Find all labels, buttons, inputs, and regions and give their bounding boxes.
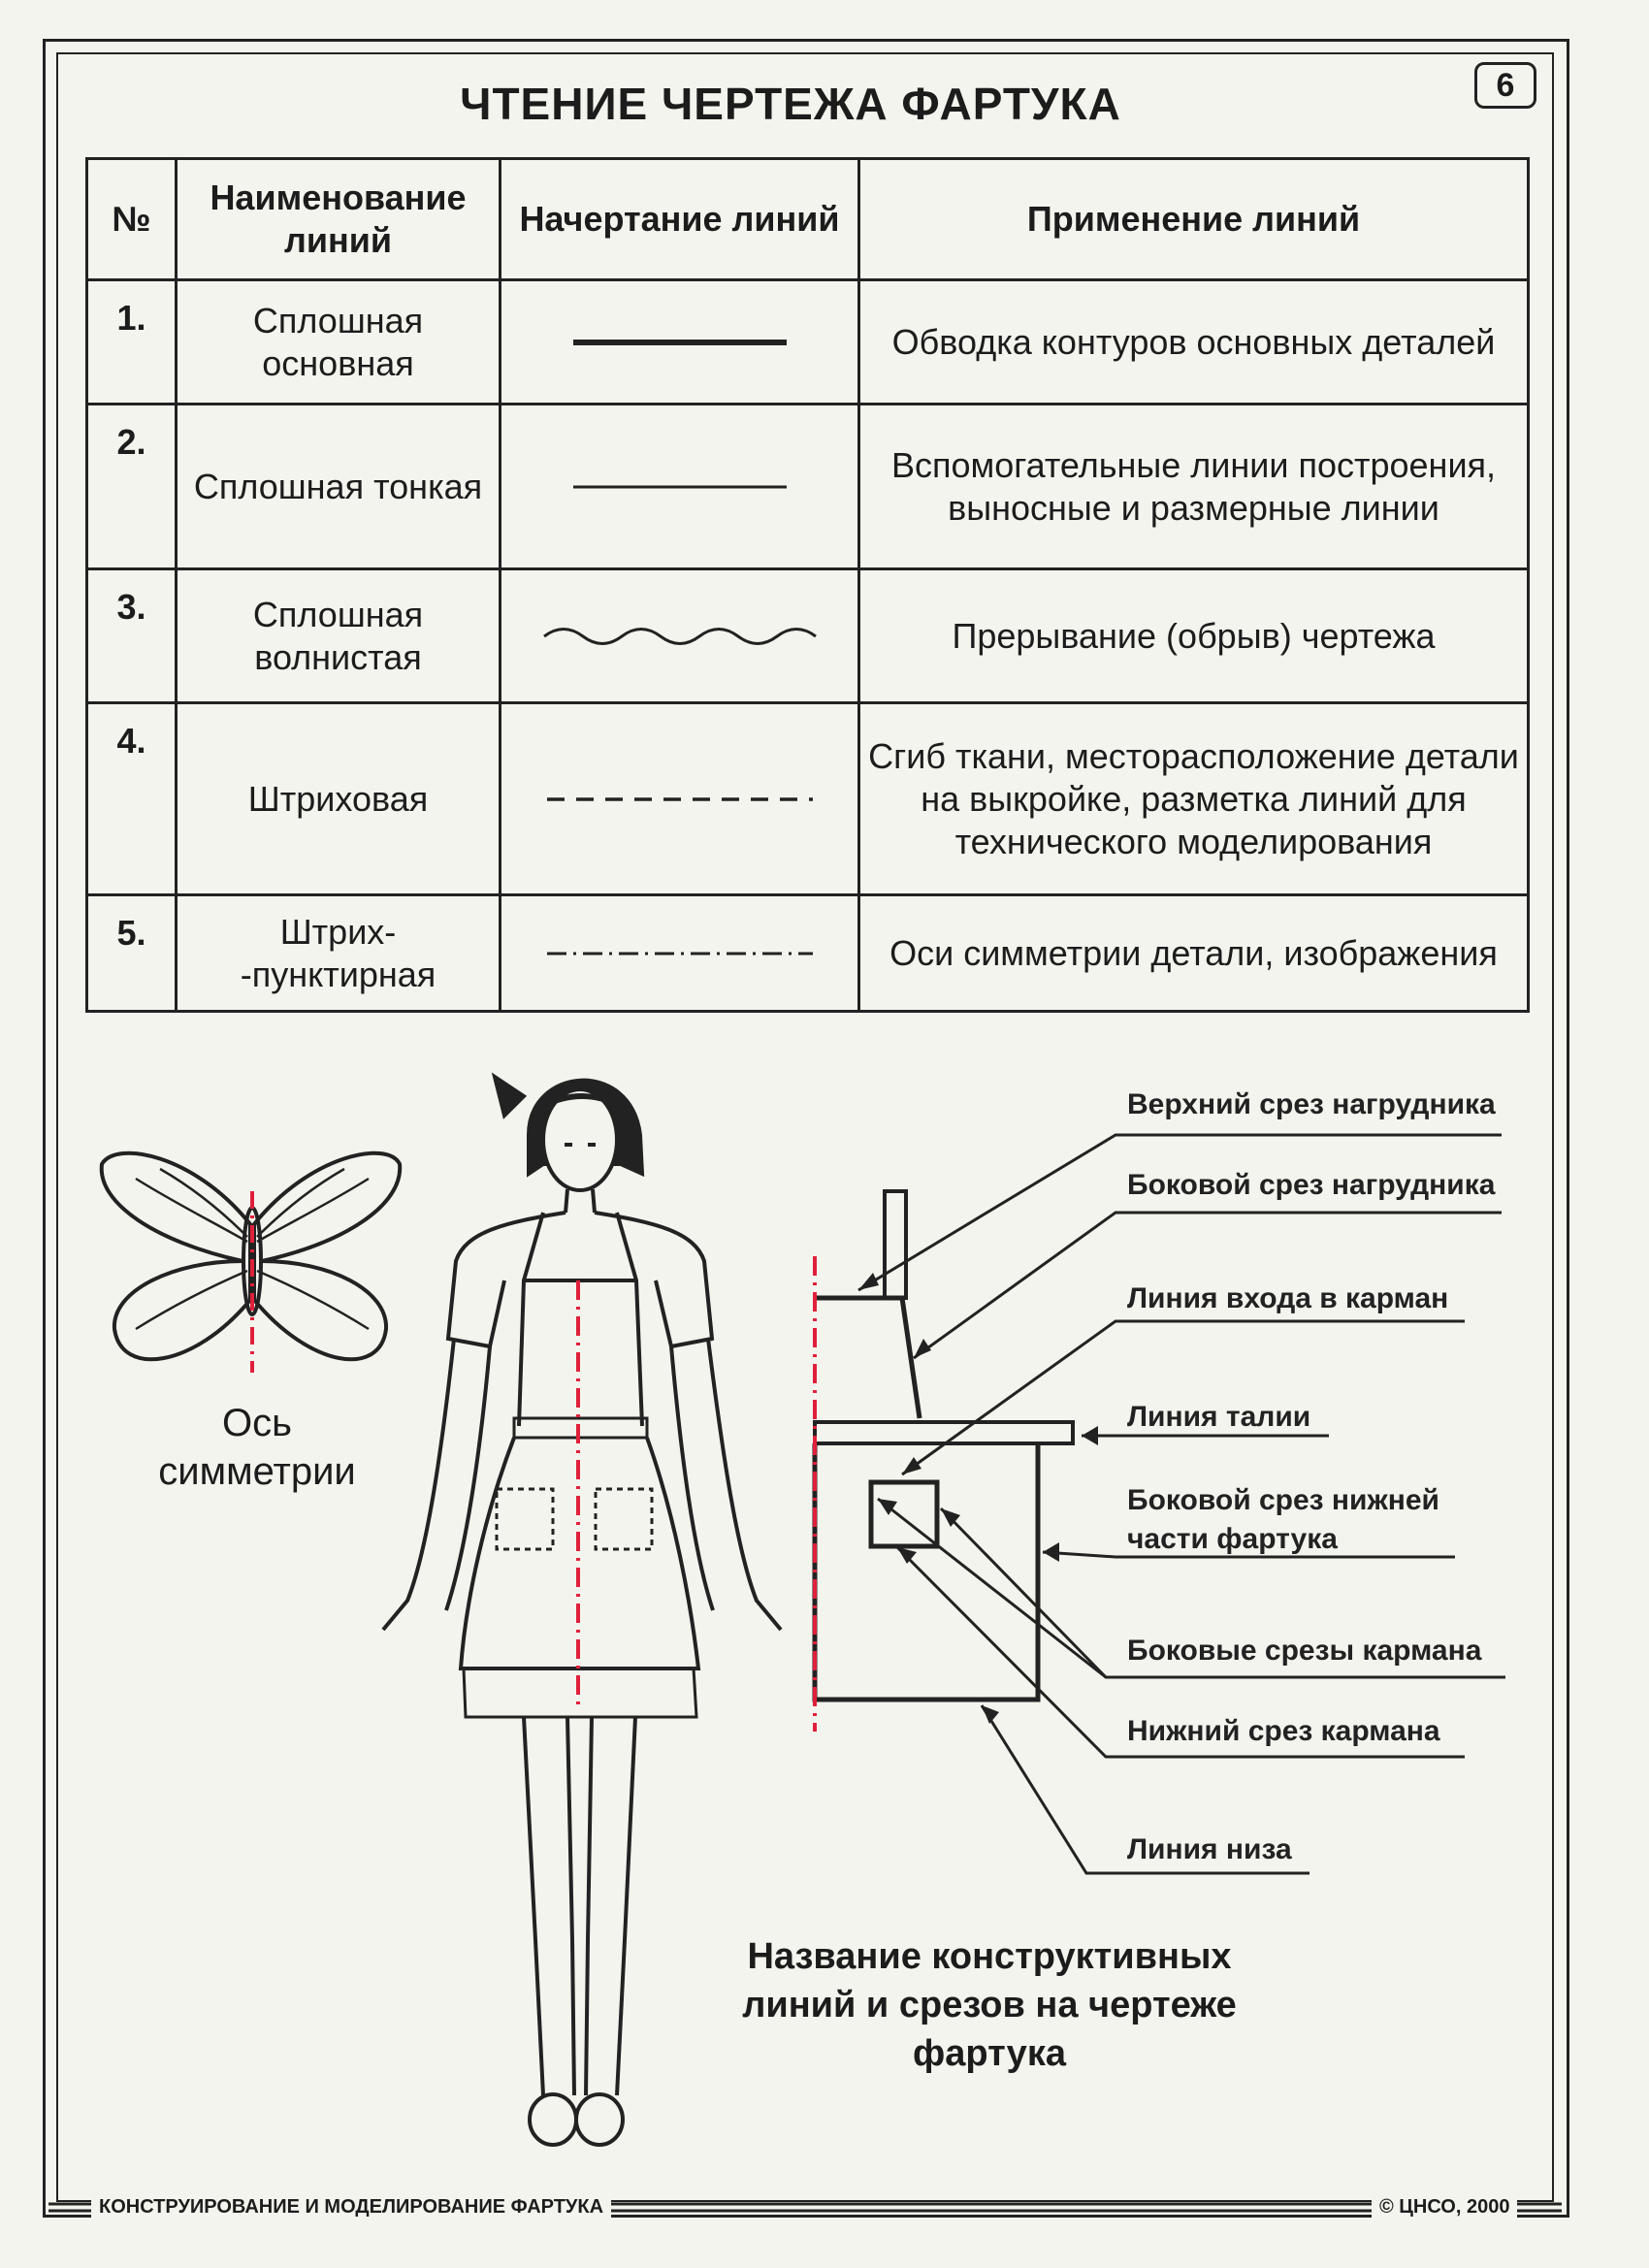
line-sample-dash-dot [499,893,860,1013]
label-top-bib: Верхний срез нагрудника [1127,1088,1496,1120]
line-sample-solid-thick [499,278,860,405]
table-row: 5. Штрих- -пунктирная Оси симметрии дета… [85,893,1530,1013]
row-name: Штриховая [175,701,501,896]
row-usage: Оси симметрии детали, изображения [857,893,1530,1013]
header-num: № [85,157,178,281]
table-row: 1. Сплошная основная Обводка контуров ос… [85,278,1530,405]
row-name: Сплошная тонкая [175,403,501,570]
leader-arrowheads [858,1273,1098,1724]
row-usage: Сгиб ткани, месторасположение детали на … [857,701,1530,896]
table-row: 3. Сплошная волнистая Прерывание (обрыв)… [85,567,1530,704]
inner-frame [56,52,1554,2202]
row-usage: Вспомогательные линии построения, выносн… [857,403,1530,570]
label-side-lower-2: части фартука [1127,1523,1338,1555]
label-hem: Линия низа [1127,1833,1292,1865]
row-usage: Обводка контуров основных деталей [857,278,1530,405]
label-pocket-sides: Боковые срезы кармана [1127,1635,1482,1667]
line-types-table: № Наименование линий Начертание линий Пр… [85,157,1530,1013]
leader-lines [857,1133,1505,1875]
line-sample-wavy [499,567,860,704]
figure-subtitle: Название конструктивных линий и срезов н… [742,1936,1237,2074]
table-row: 2. Сплошная тонкая Вспомогательные линии… [85,403,1530,570]
footer-left: КОНСТРУИРОВАНИЕ И МОДЕЛИРОВАНИЕ ФАРТУКА [91,2196,612,2219]
row-num: 1. [85,278,178,405]
header-usage: Применение линий [857,157,1530,281]
row-num: 2. [85,403,178,570]
line-sample-solid-thin [499,403,860,570]
row-num: 4. [85,701,178,896]
page-number: 6 [1474,62,1536,109]
label-pocket-bottom: Нижний срез кармана [1127,1715,1440,1747]
label-side-bib: Боковой срез нагрудника [1127,1169,1496,1201]
footer-right: © ЦНСО, 2000 [1372,2196,1518,2219]
label-waist: Линия талии [1127,1401,1311,1433]
line-sample-dashed [499,701,860,896]
row-name: Штрих- -пунктирная [175,893,501,1013]
header-drawing: Начертание линий [499,157,860,281]
outer-frame [43,39,1569,2218]
table-row: 4. Штриховая Сгиб ткани, месторасположен… [85,701,1530,896]
row-num: 3. [85,567,178,704]
row-name: Сплошная основная [175,278,501,405]
butterfly-figure [99,1150,403,1362]
row-usage: Прерывание (обрыв) чертежа [857,567,1530,704]
apron-figure [381,1072,783,2147]
page-title: ЧТЕНИЕ ЧЕРТЕЖА ФАРТУКА [460,79,1121,129]
label-side-lower-1: Боковой срез нижней [1127,1484,1440,1516]
header-name: Наименование линий [175,157,501,281]
axis-caption: Ось симметрии [158,1402,356,1493]
row-num: 5. [85,893,178,1013]
row-name: Сплошная волнистая [175,567,501,704]
label-pocket-entry: Линия входа в карман [1127,1282,1449,1314]
table-header-row: № Наименование линий Начертание линий Пр… [85,157,1530,281]
